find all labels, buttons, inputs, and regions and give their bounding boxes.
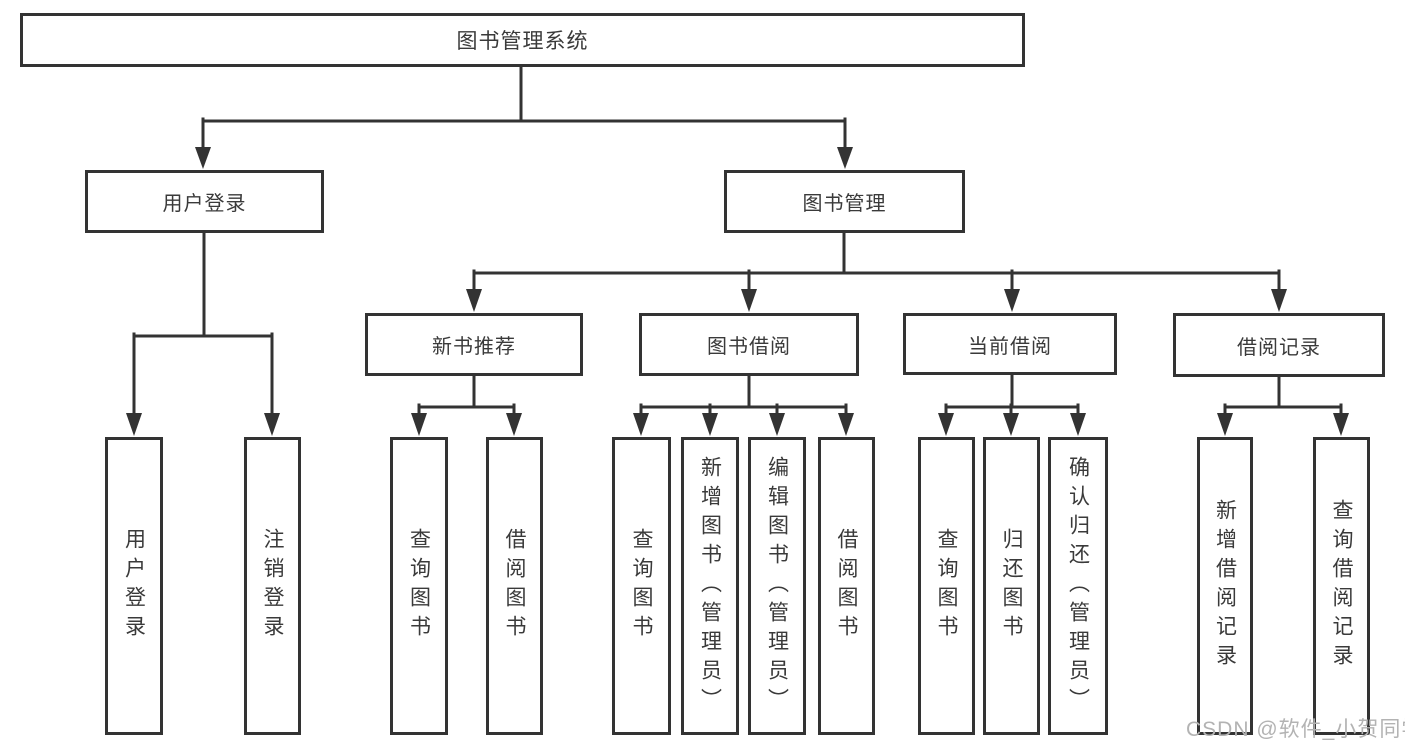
node-label: 查询图书: [630, 528, 654, 644]
leaf-return-book: 归还图书: [983, 437, 1040, 735]
node-borrowing-records: 借阅记录: [1173, 313, 1385, 377]
node-label: 注销登录: [261, 528, 285, 644]
node-label: 图书管理: [802, 193, 887, 215]
node-label: 新增图书（管理员）: [698, 455, 722, 717]
node-label: 用户登录: [122, 528, 146, 644]
node-label: 确认归还（管理员）: [1066, 455, 1090, 717]
leaf-logout: 注销登录: [244, 437, 301, 735]
node-new-book-recommendation: 新书推荐: [365, 313, 583, 376]
node-label: 当前借阅: [968, 335, 1052, 358]
leaf-query-borrow-record: 查询借阅记录: [1313, 437, 1370, 735]
node-current-borrowing: 当前借阅: [903, 313, 1117, 375]
csdn-watermark: CSDN @软件_小贺同学: [1186, 718, 1405, 741]
node-label: 查询图书: [407, 528, 431, 644]
node-user-login: 用户登录: [85, 170, 324, 233]
node-library-management-system: 图书管理系统: [20, 13, 1025, 67]
node-book-borrowing: 图书借阅: [639, 313, 859, 376]
leaf-edit-book-admin: 编辑图书（管理员）: [748, 437, 806, 735]
node-label: 借阅图书: [503, 528, 527, 644]
leaf-confirm-return-admin: 确认归还（管理员）: [1048, 437, 1108, 735]
leaf-user-login: 用户登录: [105, 437, 163, 735]
leaf-borrow-book-under-borrowing: 借阅图书: [818, 437, 875, 735]
node-book-management: 图书管理: [724, 170, 965, 233]
node-label: 查询借阅记录: [1330, 499, 1354, 673]
leaf-query-book-under-borrowing: 查询图书: [612, 437, 671, 735]
node-label: 查询图书: [935, 528, 959, 644]
node-label: 图书借阅: [707, 336, 791, 358]
node-label: 借阅记录: [1237, 336, 1321, 359]
node-label: 用户登录: [162, 193, 247, 215]
node-label: 图书管理系统: [456, 30, 589, 53]
node-label: 借阅图书: [835, 528, 859, 644]
leaf-add-book-admin: 新增图书（管理员）: [681, 437, 739, 735]
leaf-query-book-under-current: 查询图书: [918, 437, 975, 735]
leaf-borrow-book-under-recommendation: 借阅图书: [486, 437, 543, 735]
node-label: 编辑图书（管理员）: [765, 455, 789, 717]
node-label: 新书推荐: [432, 336, 516, 358]
node-label: 归还图书: [1000, 528, 1024, 644]
leaf-query-book-under-recommendation: 查询图书: [390, 437, 448, 735]
leaf-add-borrow-record: 新增借阅记录: [1197, 437, 1253, 735]
node-label: 新增借阅记录: [1213, 499, 1237, 673]
arrow-heads: [126, 147, 1349, 436]
